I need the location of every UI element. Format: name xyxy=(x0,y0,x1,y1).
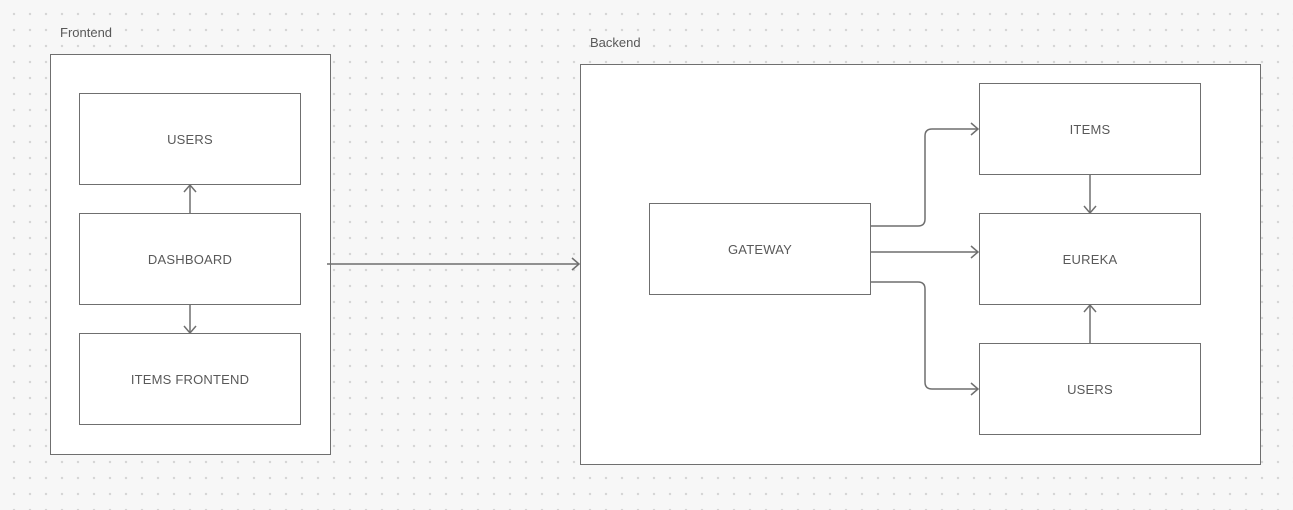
backend-users-node[interactable]: USERS xyxy=(979,343,1201,435)
backend-eureka-node[interactable]: EUREKA xyxy=(979,213,1201,305)
backend-items-node[interactable]: ITEMS xyxy=(979,83,1201,175)
frontend-users-node[interactable]: USERS xyxy=(79,93,301,185)
backend-group-label: Backend xyxy=(590,35,641,50)
frontend-group-label: Frontend xyxy=(60,25,113,40)
backend-gateway-node[interactable]: GATEWAY xyxy=(649,203,871,295)
edge-frontend-to-backend[interactable] xyxy=(327,257,581,271)
frontend-items-frontend-node[interactable]: ITEMS FRONTEND xyxy=(79,333,301,425)
frontend-dashboard-node[interactable]: DASHBOARD xyxy=(79,213,301,305)
